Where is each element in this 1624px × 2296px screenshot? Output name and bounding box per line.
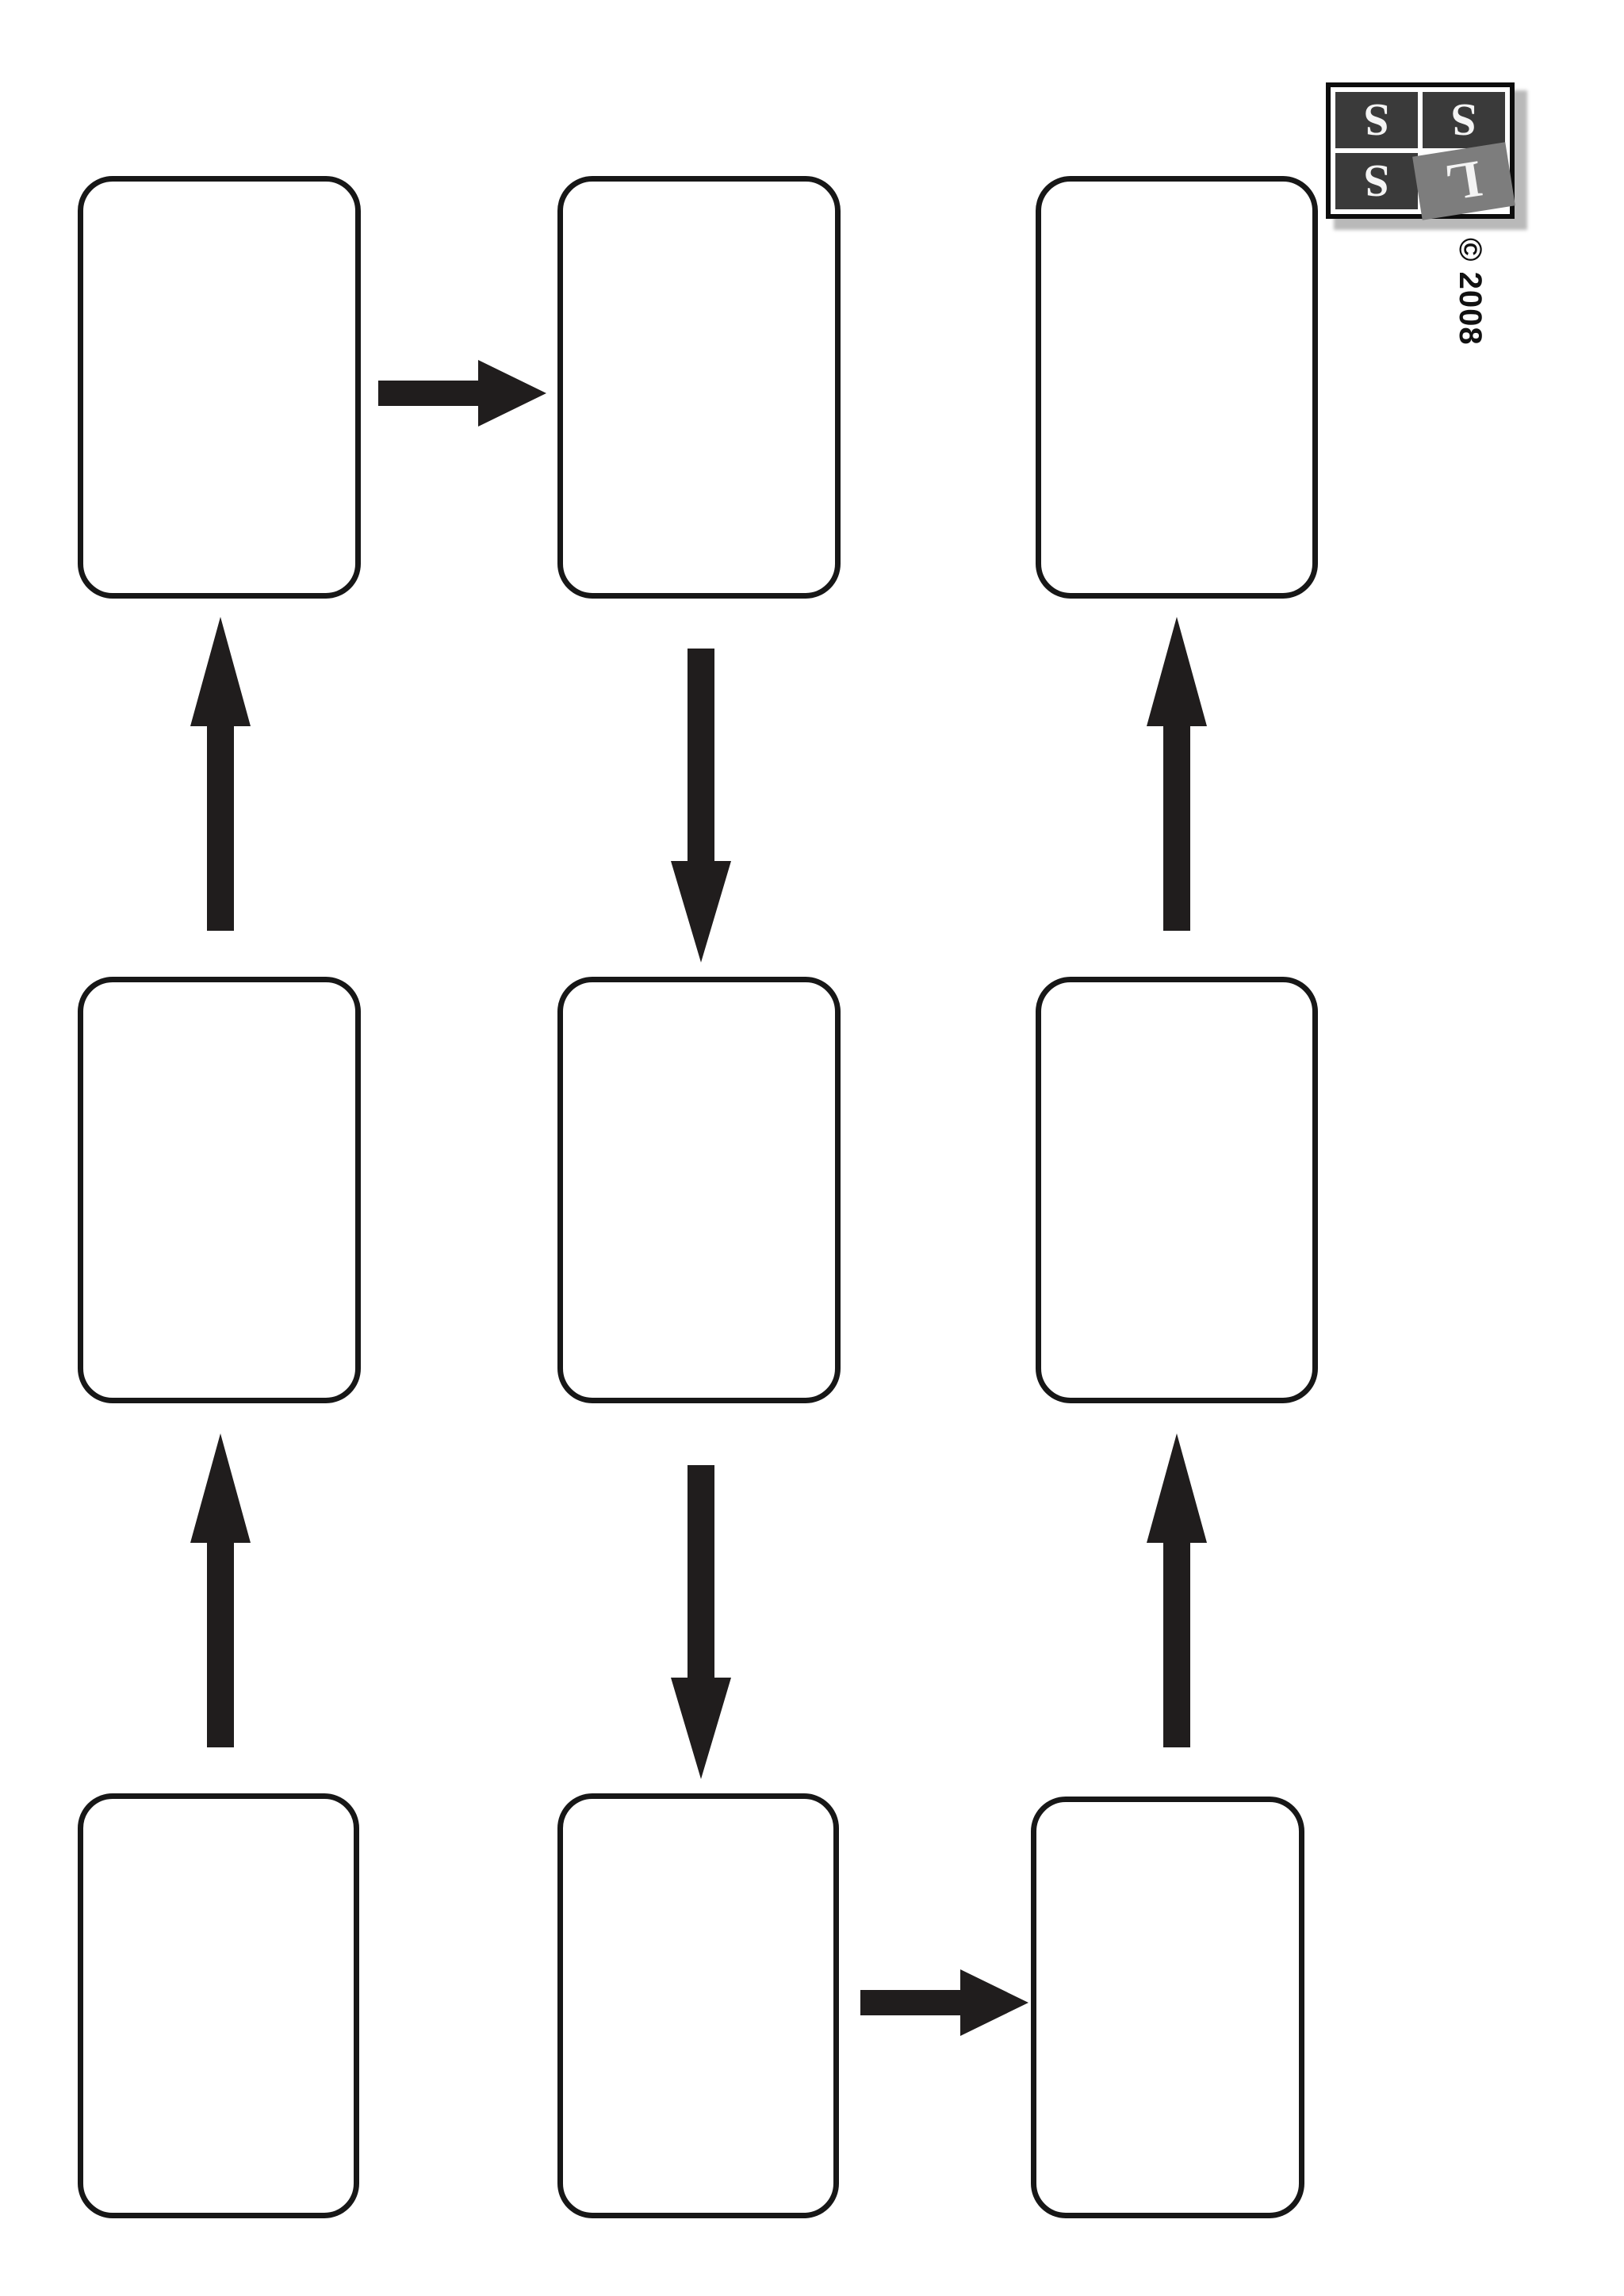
arrow-right-r3c2-to-r3c3 xyxy=(860,1965,1028,2041)
flowchart-box-r2c3[interactable] xyxy=(1036,977,1318,1403)
arrow-up-r2c3-to-r1c3 xyxy=(1147,617,1207,931)
logo-tile-s-2: S xyxy=(1423,92,1505,148)
logo-tile-s-1: S xyxy=(1335,153,1418,209)
flowchart-box-r1c3[interactable] xyxy=(1036,176,1318,599)
logo-frame: L S S S xyxy=(1326,82,1515,220)
arrow-up-r3c3-to-r2c3 xyxy=(1147,1433,1207,1747)
flowchart-box-r3c3[interactable] xyxy=(1031,1797,1304,2218)
arrow-right-r1c1-to-r1c2 xyxy=(378,355,546,431)
flowchart-box-r1c1[interactable] xyxy=(78,176,361,599)
logo-tile-s-3: S xyxy=(1335,92,1418,148)
flowchart-box-r3c2[interactable] xyxy=(557,1793,839,2218)
arrow-down-r1c2-to-r2c2 xyxy=(671,649,731,962)
flowchart-box-r2c1[interactable] xyxy=(78,977,361,1403)
copyright-notice: © 2008 xyxy=(1453,238,1488,346)
arrow-down-r2c2-to-r3c2 xyxy=(671,1465,731,1779)
logo-tile-grid: L S S S xyxy=(1335,92,1515,220)
arrow-up-r2c1-to-r1c1 xyxy=(190,617,251,931)
flowchart-box-r2c2[interactable] xyxy=(557,977,841,1403)
flowchart-box-r3c1[interactable] xyxy=(78,1793,359,2218)
arrow-up-r3c1-to-r2c1 xyxy=(190,1433,251,1747)
sssl-logo: L S S S xyxy=(1326,82,1527,230)
flowchart-box-r1c2[interactable] xyxy=(557,176,841,599)
logo-tile-l: L xyxy=(1412,142,1515,220)
